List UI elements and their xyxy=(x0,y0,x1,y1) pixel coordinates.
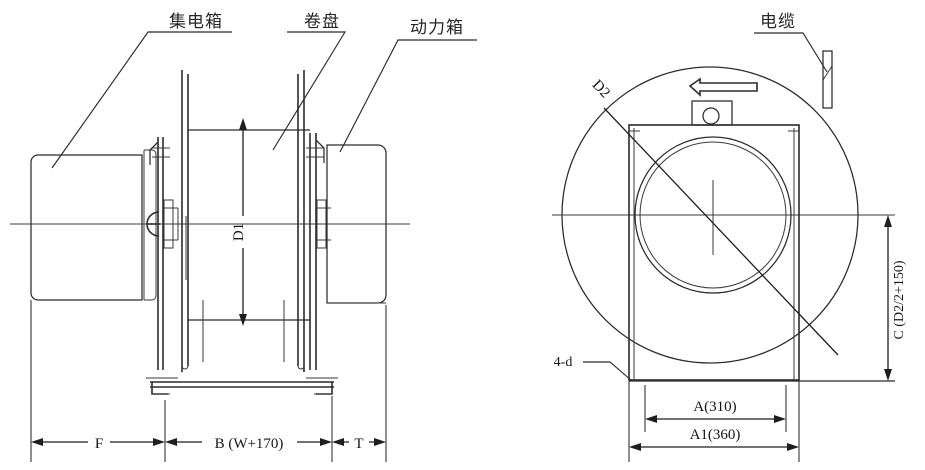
dimension-t-label: T xyxy=(354,436,363,452)
cable-callout-leader xyxy=(754,32,828,73)
dimension-b-label: B (W+170) xyxy=(215,436,284,452)
callout-mount-holes-label: 4-d xyxy=(554,355,573,370)
power-box-body xyxy=(326,144,387,304)
dimension-a1: A1(360) xyxy=(629,427,799,451)
callout-collector-box-label: 集电箱 xyxy=(169,12,223,32)
dimension-t: T xyxy=(332,433,386,452)
left-view-leaders xyxy=(51,31,477,169)
right-hub-assembly xyxy=(303,133,331,370)
dimension-c-label: C (D2/2+150) xyxy=(892,260,907,339)
dimension-d1-label: D1 xyxy=(231,223,247,241)
dimension-b: B (W+170) xyxy=(165,432,332,452)
drum-circle-outer xyxy=(634,136,792,294)
base-frame xyxy=(146,300,338,395)
callout-reel-drum-label: 卷盘 xyxy=(304,12,340,32)
collector-box-body xyxy=(30,149,157,301)
left-hub-assembly xyxy=(146,137,187,370)
dimension-c: C (D2/2+150) xyxy=(884,215,907,381)
right-section-view: 电缆 D2 4-d C (D2/2+150) A xyxy=(552,12,907,462)
callout-power-box-label: 动力箱 xyxy=(410,18,464,38)
left-view-dimension-chain: F B (W+170) T xyxy=(30,300,387,462)
cable-bracket xyxy=(822,50,833,109)
dimension-f-label: F xyxy=(95,436,103,452)
dimension-a1-label: A1(360) xyxy=(690,427,741,443)
dimension-d1: D1 xyxy=(231,118,247,326)
left-elevation-view: D1 集电箱 卷盘 动力箱 xyxy=(10,12,477,462)
callout-cable-label: 电缆 xyxy=(760,12,796,32)
top-mount-block xyxy=(691,100,733,126)
dimension-a: A(310) xyxy=(645,399,786,423)
mount-holes-callout: 4-d xyxy=(554,355,633,382)
drum-circle-inner xyxy=(639,141,787,289)
dimension-a-label: A(310) xyxy=(693,399,736,415)
dimension-f: F xyxy=(31,433,165,452)
rotation-direction-arrow xyxy=(688,77,758,97)
